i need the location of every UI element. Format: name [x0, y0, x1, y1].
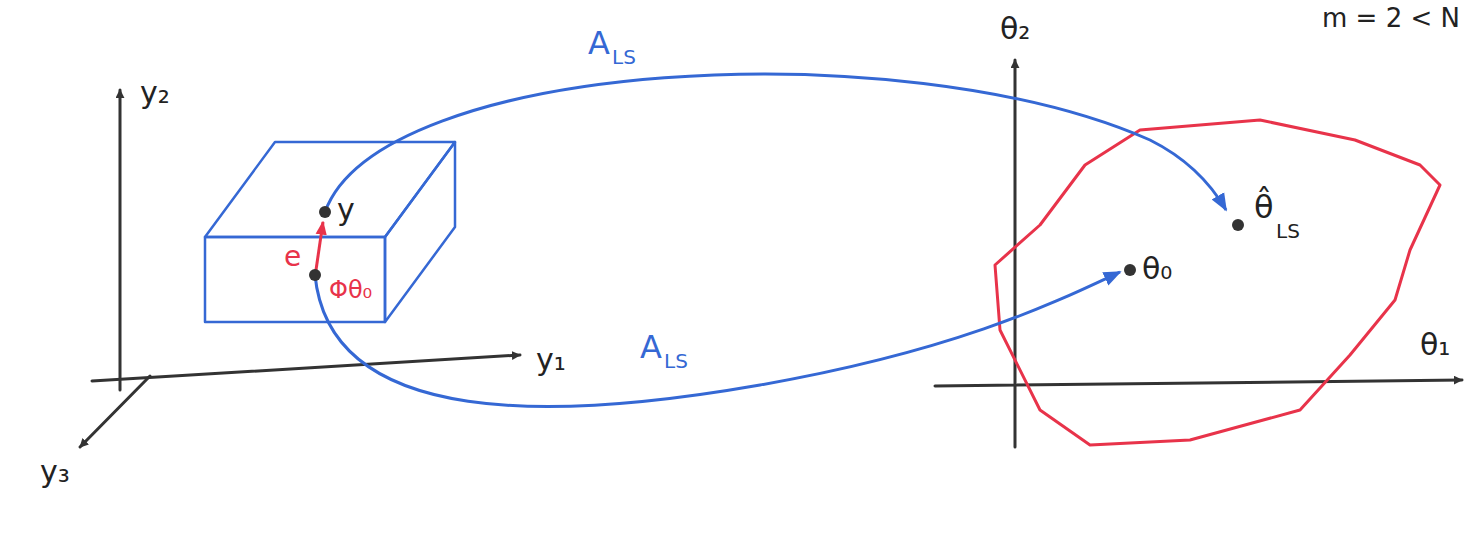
box-top-face: [205, 142, 455, 237]
error-vector: [316, 222, 323, 270]
estimate-label: θ̂: [1254, 190, 1274, 225]
mapping-curve: [325, 74, 1226, 212]
point-label: θ₀: [1142, 252, 1172, 285]
y2-axis: [119, 90, 122, 390]
axis-label: θ₁: [1420, 328, 1450, 361]
point: [1124, 264, 1136, 276]
axis-label: θ₂: [1000, 12, 1030, 45]
mapping-subscript: LS: [664, 350, 688, 372]
point: [1232, 219, 1244, 231]
confidence-region: [995, 120, 1440, 445]
theta1-axis: [935, 380, 1462, 386]
box-front-face: [205, 237, 385, 322]
note: m = 2 < N: [1322, 4, 1460, 33]
axis-label: y₂: [140, 76, 170, 109]
y1-axis: [92, 355, 520, 381]
estimate-subscript: LS: [1276, 220, 1300, 242]
point: [319, 206, 331, 218]
point-label: y: [337, 193, 355, 226]
mapping-curve: [315, 272, 1120, 407]
axis-label: y₁: [536, 343, 566, 376]
box-side-face: [385, 142, 455, 322]
mapping-subscript: LS: [612, 46, 636, 68]
point: [309, 269, 321, 281]
theta2-axis: [1014, 60, 1017, 447]
axis-label: y₃: [40, 455, 70, 488]
point-label: Φθ₀: [329, 277, 372, 303]
vector-label: e: [284, 242, 301, 273]
y3-axis: [80, 376, 150, 447]
mapping-label: A: [588, 26, 610, 61]
mapping-label: A: [640, 330, 662, 365]
